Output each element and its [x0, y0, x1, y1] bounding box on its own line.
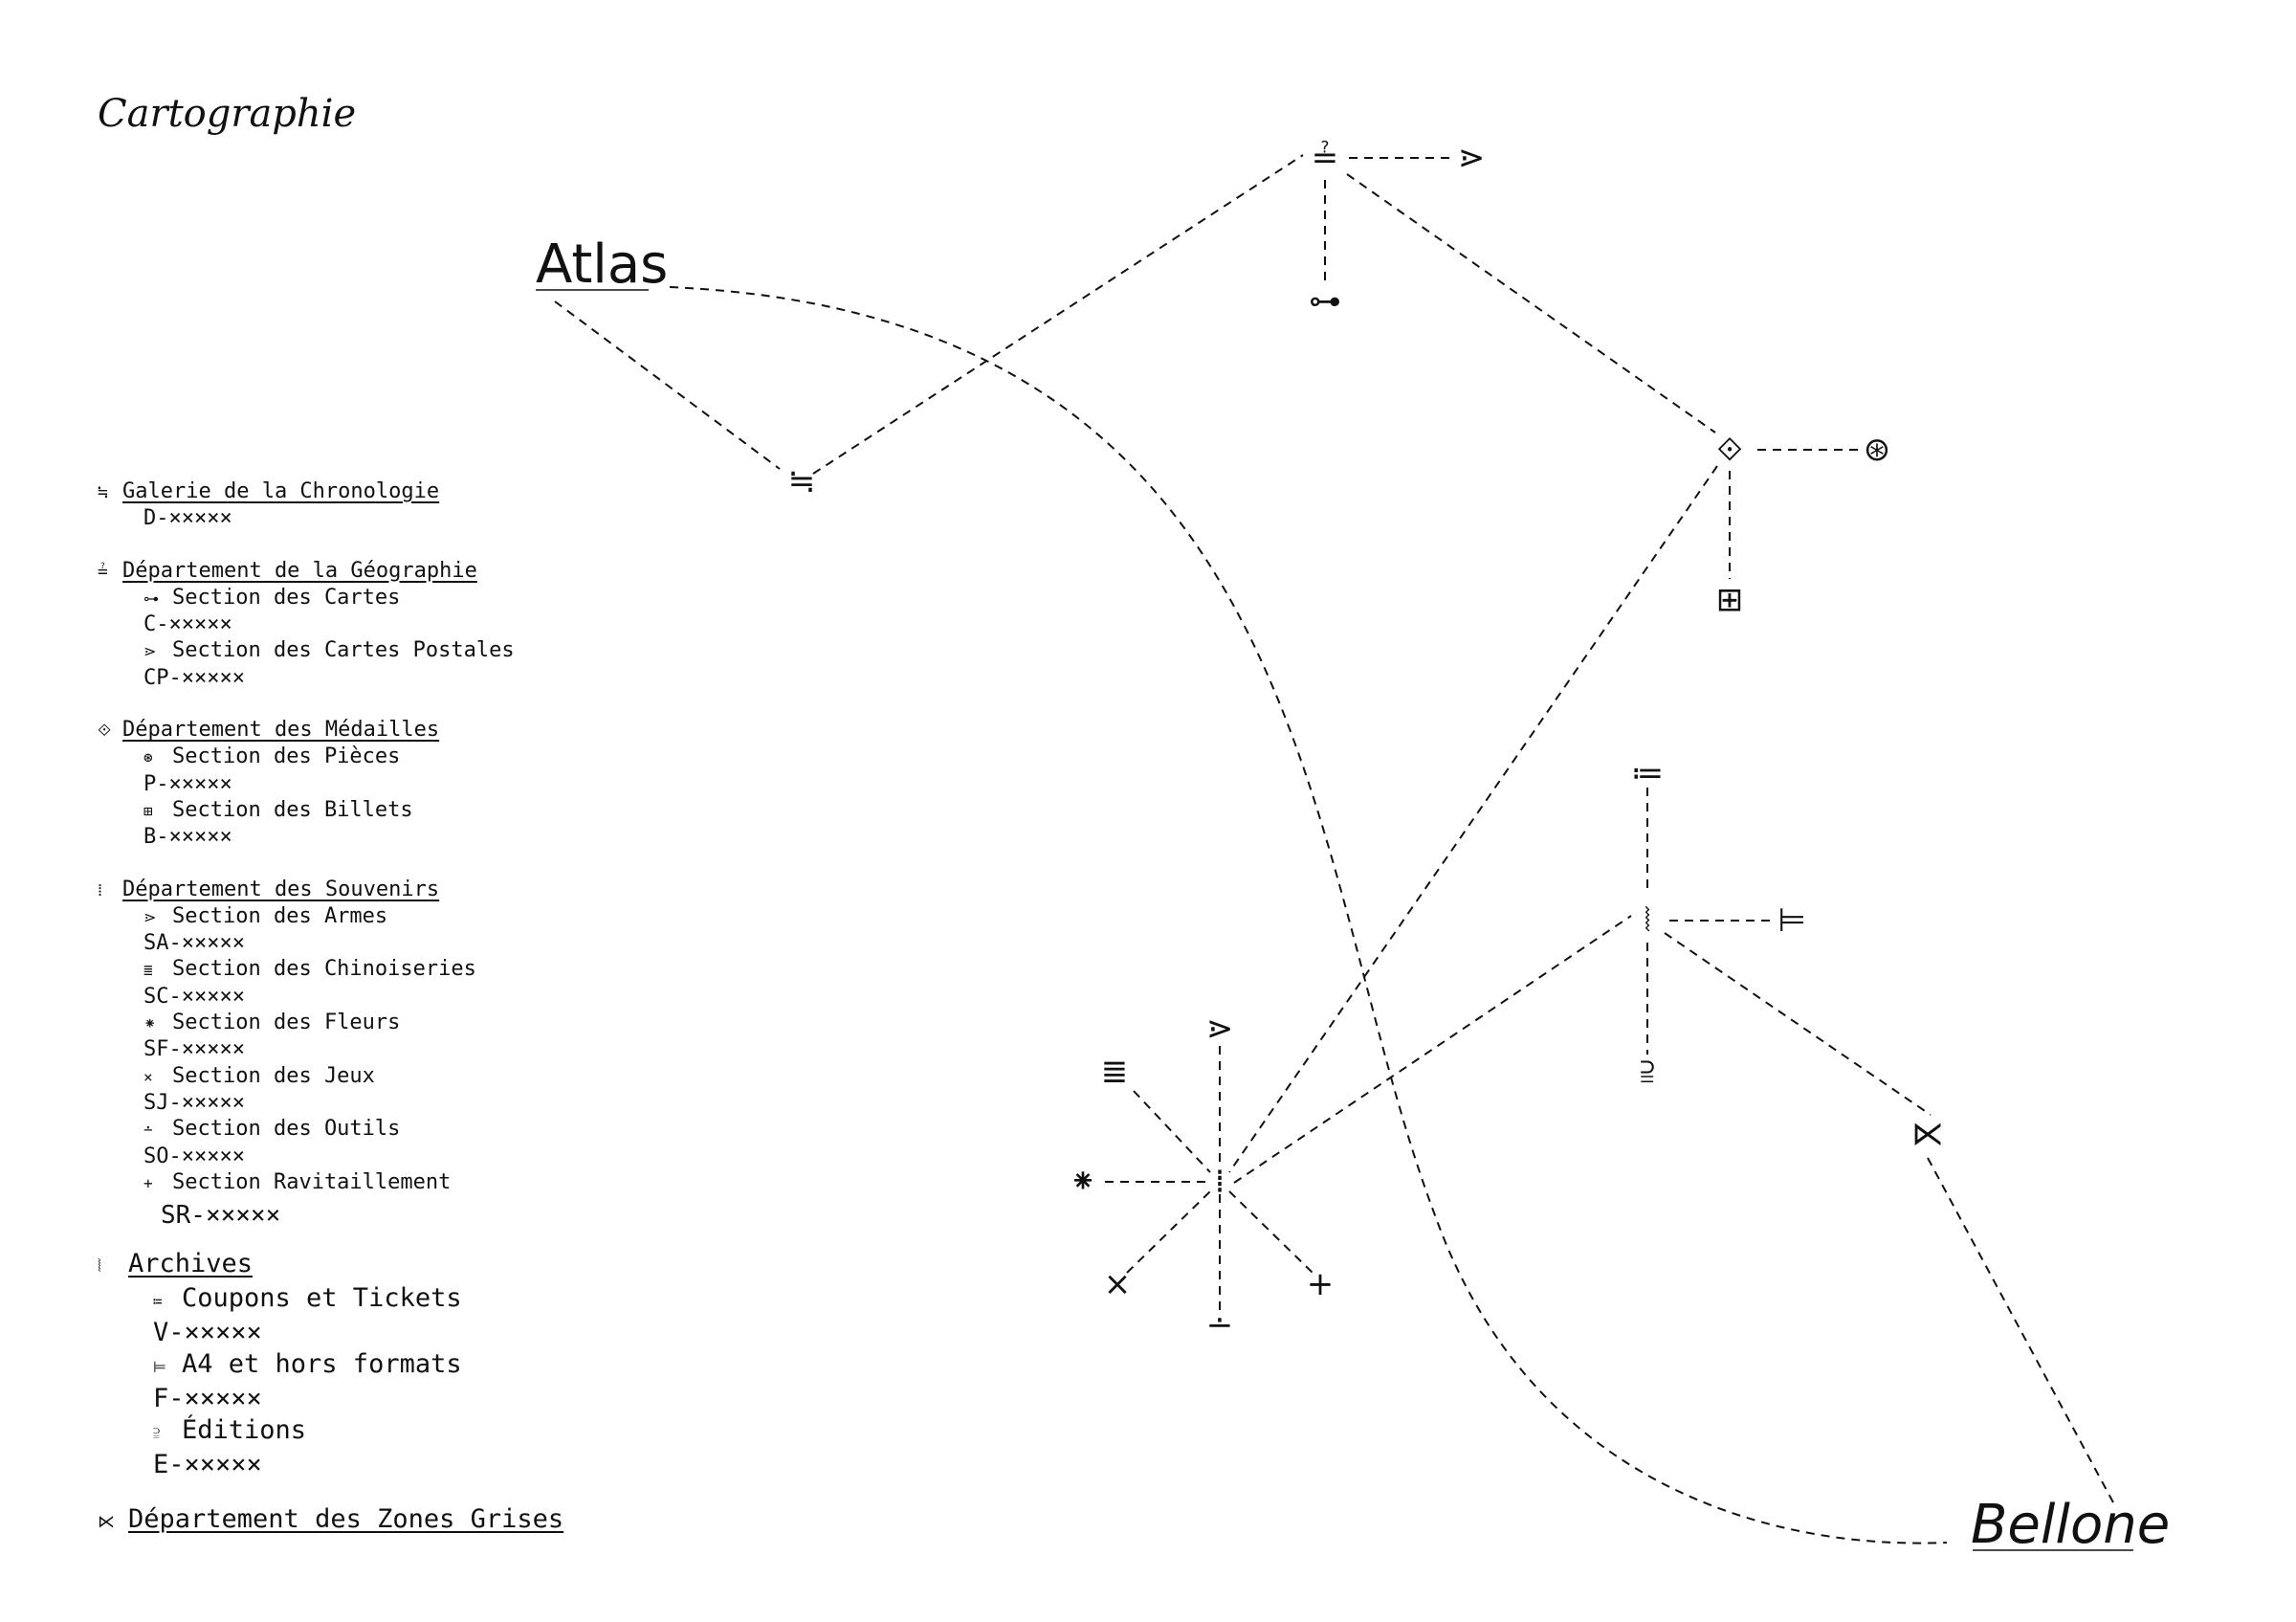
- pieces-icon: ⊛: [144, 748, 153, 767]
- cartes-code: C-×××××: [144, 612, 232, 637]
- ravitaillement-icon: +: [144, 1173, 153, 1192]
- cartes-icon: ⊶: [144, 589, 159, 608]
- node-jeux-icon: ×: [1104, 1265, 1132, 1303]
- node-coupons-icon: ≔: [1631, 754, 1664, 792]
- coupons-code: V-×××××: [153, 1318, 262, 1348]
- node-chinoiseries-icon: ≣: [1101, 1053, 1129, 1091]
- link-archives-zonesgrises: [1664, 932, 1932, 1116]
- souvenirs-link[interactable]: Département des Souvenirs: [122, 877, 440, 901]
- link-geographie-medailles: [1346, 173, 1716, 433]
- section-outils: Section des Outils: [172, 1117, 401, 1142]
- outils-icon: ∸: [144, 1121, 153, 1140]
- section-formats: A4 et hors formats: [182, 1349, 462, 1380]
- editions-code: E-×××××: [153, 1450, 262, 1480]
- node-formats-icon: ⊨: [1777, 901, 1806, 940]
- node-pieces-icon: ⊛: [1864, 431, 1891, 469]
- link-souvenirs-ravitaillement: [1228, 1190, 1314, 1274]
- place-atlas: Atlas: [536, 233, 668, 296]
- section-cartes-postales: Section des Cartes Postales: [172, 638, 515, 663]
- ravitaillement-code: SR-×××××: [161, 1201, 281, 1231]
- node-outils-icon: ∸: [1206, 1306, 1234, 1344]
- geographie-link[interactable]: Département de la Géographie: [122, 558, 477, 583]
- legend-archives: ⦚ Archives ≔ Coupons et Tickets V-××××× ⊨ A…: [98, 1248, 563, 1480]
- node-armes-icon: ⋗: [1206, 1010, 1234, 1048]
- billets-code: B-×××××: [144, 825, 232, 850]
- zones-grises-icon: ⋉: [98, 1512, 115, 1533]
- node-billets-icon: ⊞: [1716, 581, 1744, 619]
- pieces-code: P-×××××: [144, 771, 232, 796]
- node-cartes-icon: ⊶: [1309, 282, 1341, 321]
- place-bellone: Bellone: [1971, 1494, 2170, 1556]
- archives-link[interactable]: Archives: [128, 1249, 254, 1279]
- legend-geographie: ≟ Département de la Géographie ⊶ Section d…: [98, 558, 563, 691]
- arc-atlas-bellone: [669, 286, 1948, 1544]
- section-armes: Section des Armes: [172, 903, 388, 928]
- section-jeux: Section des Jeux: [172, 1063, 375, 1088]
- section-billets: Section des Billets: [172, 797, 413, 822]
- link-atlas-galerie: [554, 300, 781, 470]
- link-zonesgrises-bellone: [1927, 1157, 2115, 1505]
- section-cartes: Section des Cartes: [172, 585, 401, 610]
- geographie-icon: ≟: [98, 561, 108, 582]
- billets-icon: ⊞: [144, 801, 153, 820]
- jeux-icon: ×: [144, 1067, 153, 1086]
- node-ravitaillement-icon: +: [1307, 1265, 1335, 1303]
- coupons-icon: ≔: [153, 1292, 163, 1311]
- section-fleurs: Section des Fleurs: [172, 1011, 401, 1035]
- formats-icon: ⊨: [153, 1358, 166, 1377]
- outils-code: SO-×××××: [144, 1144, 245, 1168]
- section-chinoiseries: Section des Chinoiseries: [172, 957, 476, 982]
- node-zones-grises-icon: ⋉: [1911, 1115, 1944, 1153]
- legend-medailles: ⟐ Département des Médailles ⊛ Section des …: [98, 717, 563, 850]
- archives-icon: ⦚: [98, 1256, 101, 1278]
- node-fleurs-icon: ⁕: [1070, 1163, 1097, 1201]
- legend-zones-grises: ⋉ Département des Zones Grises: [98, 1503, 563, 1538]
- section-ravitaillement: Section Ravitaillement: [172, 1169, 452, 1194]
- souvenirs-icon: ⁞: [98, 879, 103, 900]
- chinoiseries-code: SC-×××××: [144, 984, 245, 1009]
- link-medailles-souvenirs: [1228, 465, 1718, 1173]
- galerie-link[interactable]: Galerie de la Chronologie: [122, 479, 440, 503]
- legend: ≒ Galerie de la Chronologie D-××××× ≟ Dépa…: [98, 478, 563, 1538]
- cartes-postales-icon: ⋗: [144, 642, 157, 661]
- cartes-postales-code: CP-×××××: [144, 665, 245, 690]
- chinoiseries-icon: ≣: [144, 961, 153, 980]
- node-archives-icon: ⦚: [1644, 901, 1650, 940]
- link-galerie-geographie: [812, 154, 1304, 475]
- medailles-icon: ⟐: [98, 721, 112, 742]
- section-pieces: Section des Pièces: [172, 744, 401, 769]
- legend-galerie: ≒ Galerie de la Chronologie D-×××××: [98, 478, 563, 532]
- armes-code: SA-×××××: [144, 931, 245, 956]
- fleurs-icon: ⁕: [144, 1014, 157, 1033]
- node-geographie-icon: ≟: [1312, 139, 1339, 177]
- node-editions-icon: ⫆: [1641, 1053, 1655, 1091]
- link-souvenirs-archives: [1233, 915, 1632, 1184]
- armes-icon: ⋗: [144, 907, 157, 926]
- jeux-code: SJ-×××××: [144, 1090, 245, 1115]
- section-editions: Éditions: [182, 1415, 307, 1446]
- medailles-link[interactable]: Département des Médailles: [122, 718, 440, 743]
- node-souvenirs-icon: ⁞: [1215, 1163, 1225, 1201]
- link-souvenirs-jeux: [1126, 1190, 1211, 1274]
- editions-icon: ⫆: [153, 1424, 161, 1443]
- galerie-icon: ≒: [98, 482, 108, 502]
- formats-code: F-×××××: [153, 1384, 262, 1414]
- node-galerie-icon: ≒: [788, 462, 816, 500]
- link-souvenirs-chinoiseries: [1133, 1090, 1211, 1173]
- node-cartes-postales-icon: ⋗: [1458, 139, 1486, 177]
- legend-souvenirs: ⁞ Département des Souvenirs ⋗ Section des …: [98, 877, 563, 1235]
- zones-grises-link[interactable]: Département des Zones Grises: [128, 1504, 564, 1535]
- page-title: Cartographie: [98, 92, 357, 136]
- node-medailles-icon: ⟐: [1717, 431, 1743, 469]
- section-coupons: Coupons et Tickets: [182, 1283, 462, 1314]
- fleurs-code: SF-×××××: [144, 1037, 245, 1062]
- galerie-code: D-×××××: [144, 506, 232, 531]
